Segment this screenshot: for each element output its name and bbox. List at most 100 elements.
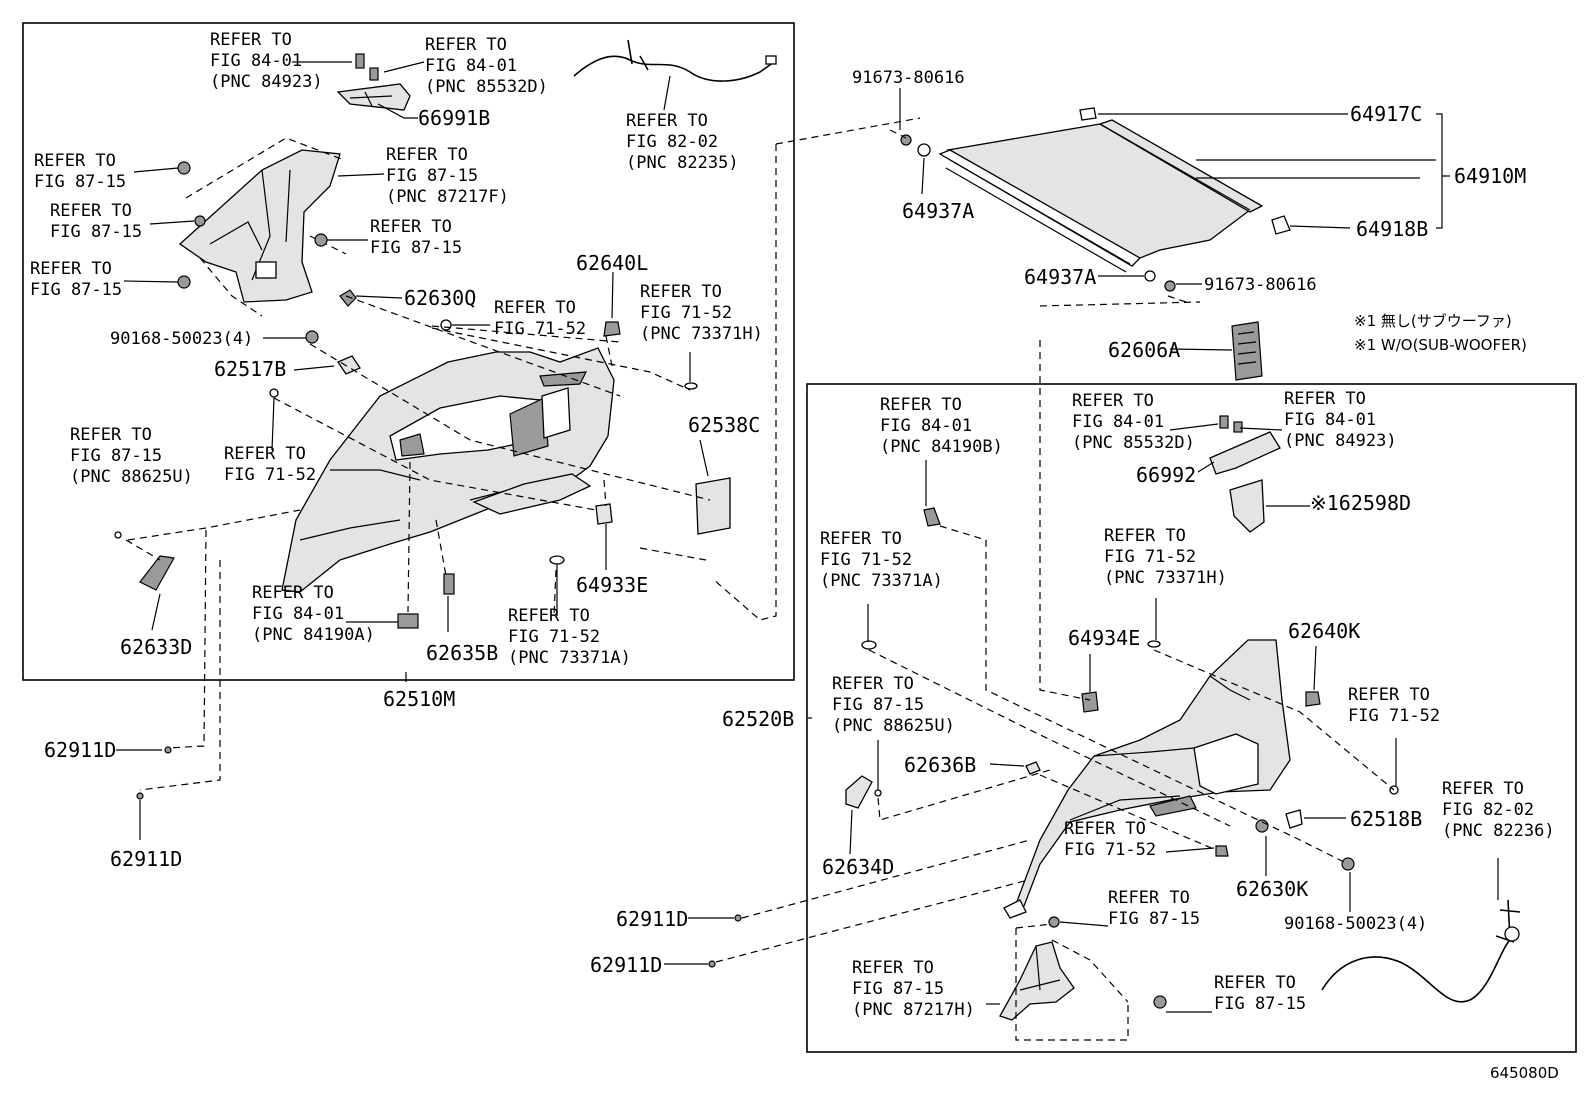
right-small-parts-graphic	[136, 640, 1399, 968]
wire-harness-82235-graphic	[573, 39, 777, 82]
refer-line: (PNC 85532D)	[425, 77, 548, 97]
refer-line: REFER TO	[252, 583, 334, 603]
right-lower-bracket-graphic	[999, 916, 1167, 1041]
assembly-number: 62510M	[383, 687, 455, 711]
speaker-box-62606a-graphic	[1231, 321, 1263, 381]
part-number: 64918B	[1356, 217, 1428, 241]
part-number: 62640K	[1288, 619, 1360, 643]
refer-line: FIG 84-01	[880, 416, 972, 436]
part-number: 62911D	[110, 847, 182, 871]
part-number: 91673-80616	[852, 68, 965, 88]
refer-line: FIG 71-52	[508, 627, 600, 647]
refer-line: REFER TO	[224, 444, 306, 464]
part-number: 62640L	[576, 251, 648, 275]
part-number: 90168-50023(4)	[110, 329, 253, 349]
refer-line: REFER TO	[626, 111, 708, 131]
part-number: 62911D	[616, 907, 688, 931]
refer-line: REFER TO	[50, 201, 132, 221]
refer-line: REFER TO	[1348, 685, 1430, 705]
note-jp: ※1 無し(サブウーファ)	[1354, 312, 1512, 330]
refer-line: (PNC 84190A)	[252, 625, 375, 645]
refer-line: FIG 87-15	[50, 222, 142, 242]
refer-line: FIG 87-15	[1108, 909, 1200, 929]
tonneau-cover-graphic	[889, 107, 1291, 303]
refer-line: REFER TO	[1214, 973, 1296, 993]
refer-line: FIG 84-01	[210, 51, 302, 71]
left-dashed-lines	[125, 117, 921, 791]
left-small-parts-graphic	[114, 382, 731, 629]
part-number: 66992	[1136, 463, 1196, 487]
part-number: 62517B	[214, 357, 286, 381]
refer-line: FIG 82-02	[626, 132, 718, 152]
refer-line: (PNC 85532D)	[1072, 433, 1195, 453]
part-number: 64933E	[576, 573, 648, 597]
part-number: 62630K	[1236, 877, 1308, 901]
refer-line: FIG 87-15	[30, 280, 122, 300]
refer-line: REFER TO	[832, 674, 914, 694]
note-en: ※1 W/O(SUB-WOOFER)	[1354, 336, 1527, 354]
part-number: 64934E	[1068, 626, 1140, 650]
refer-line: REFER TO	[494, 298, 576, 318]
refer-line: FIG 87-15	[832, 695, 924, 715]
part-number: 62635B	[426, 641, 498, 665]
refer-line: (PNC 73371A)	[820, 571, 943, 591]
part-number: 62630Q	[404, 286, 476, 310]
refer-line: FIG 71-52	[820, 550, 912, 570]
lower-quarter-trim-graphic	[281, 347, 615, 593]
refer-line: FIG 84-01	[252, 604, 344, 624]
part-number: 62518B	[1350, 807, 1422, 831]
refer-line: REFER TO	[386, 145, 468, 165]
refer-line: REFER TO	[1442, 779, 1524, 799]
refer-line: REFER TO	[210, 30, 292, 50]
wire-harness-82236-graphic	[1321, 899, 1521, 1003]
refer-line: (PNC 73371A)	[508, 648, 631, 668]
refer-line: (PNC 87217H)	[852, 1000, 975, 1020]
refer-line: FIG 84-01	[1284, 410, 1376, 430]
part-number: 66991B	[418, 106, 490, 130]
part-number: 62634D	[822, 855, 894, 879]
refer-line: REFER TO	[1108, 888, 1190, 908]
refer-line: FIG 82-02	[1442, 800, 1534, 820]
part-number: 91673-80616	[1204, 275, 1317, 295]
part-number: 62633D	[120, 635, 192, 659]
part-number: 64937A	[1024, 265, 1096, 289]
refer-line: (PNC 87217F)	[386, 187, 509, 207]
refer-line: REFER TO	[1284, 389, 1366, 409]
refer-line: (PNC 82236)	[1442, 821, 1555, 841]
part-number: 62911D	[590, 953, 662, 977]
refer-line: (PNC 73371H)	[1104, 568, 1227, 588]
refer-line: FIG 71-52	[224, 465, 316, 485]
assembly-number: 64910M	[1454, 164, 1526, 188]
right-quarter-trim-graphic	[1003, 639, 1291, 919]
refer-line: REFER TO	[1064, 819, 1146, 839]
right-upper-parts-graphic	[923, 415, 1281, 533]
refer-line: REFER TO	[30, 259, 112, 279]
right-dashed-lines	[715, 301, 1395, 963]
refer-line: FIG 84-01	[425, 56, 517, 76]
diagram-id: 645080D	[1490, 1064, 1559, 1082]
refer-line: REFER TO	[425, 35, 507, 55]
left-assembly-frame	[22, 22, 795, 681]
part-number: 62538C	[688, 413, 760, 437]
refer-line: (PNC 84923)	[1284, 431, 1397, 451]
refer-line: FIG 71-52	[1104, 547, 1196, 567]
